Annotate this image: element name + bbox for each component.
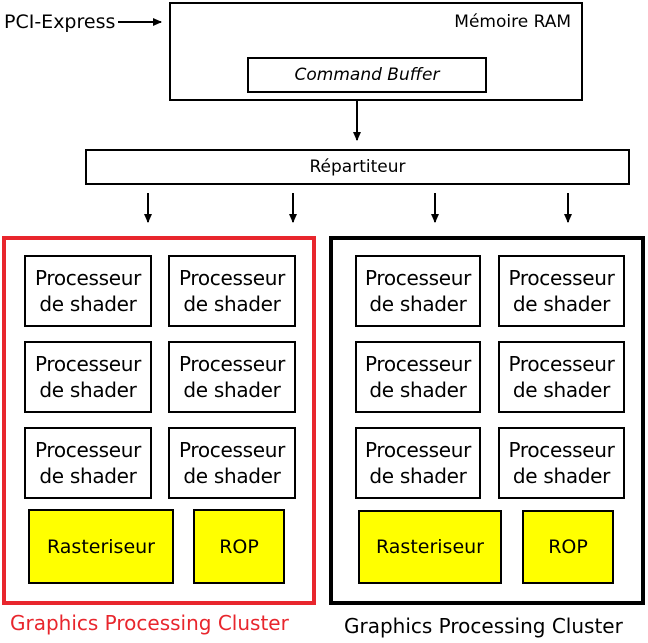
rasterizer-unit: Rasteriseur (358, 510, 502, 584)
cluster-2-label: Graphics Processing Cluster (344, 614, 623, 638)
cluster-1-frame (2, 236, 316, 605)
command-buffer-box: Command Buffer (247, 57, 487, 93)
dispatcher-box: Répartiteur (85, 149, 630, 185)
memory-ram-title: Mémoire RAM (454, 12, 571, 32)
cluster-1-label: Graphics Processing Cluster (10, 611, 289, 635)
cluster-2-frame (329, 236, 645, 605)
rasterizer-unit: Rasteriseur (28, 509, 174, 584)
memory-ram-box: Mémoire RAM Command Buffer (169, 2, 583, 101)
pci-express-label: PCI-Express (4, 11, 116, 33)
rop-unit: ROP (522, 510, 614, 584)
rop-unit: ROP (193, 509, 285, 584)
